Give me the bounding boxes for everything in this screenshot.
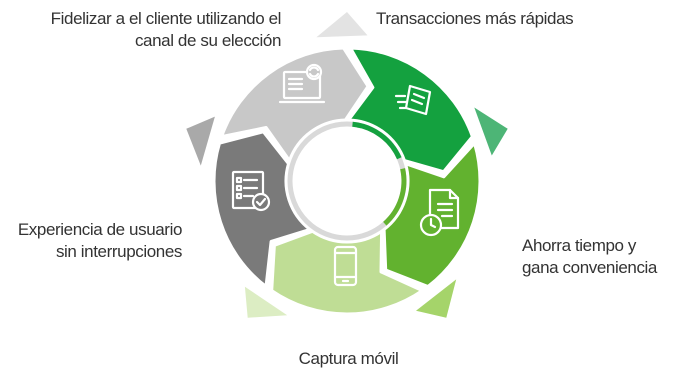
label-experiencia-line1: Experiencia de usuario [17,220,183,239]
label-ahorra-line2: gana conveniencia [522,258,657,277]
arrow-transacciones [474,107,508,156]
label-fidelizar-line1: Fidelizar a el cliente utilizando el [50,9,282,28]
label-experiencia-line2: sin interrupciones [55,242,182,261]
arrow-ahorra [416,279,457,318]
arrow-experiencia [186,116,215,166]
label-experiencia: Experiencia de usuario sin interrupcione… [0,219,183,263]
flying-document-icon [394,84,432,116]
label-captura: Captura móvil [0,348,675,370]
inner-accent-ahorra [383,168,407,226]
segment-fidelizar [220,46,370,163]
arrow-fidelizar [316,12,368,38]
document-clock-icon [419,188,460,237]
label-transacciones: Transacciones más rápidas [376,8,574,30]
segment-captura [270,229,424,316]
label-ahorra-line1: Ahorra tiempo y [522,236,636,255]
label-captura-line1: Captura móvil [298,349,399,368]
computer-refresh-icon [278,63,326,104]
inner-accent-transacciones [352,121,402,160]
mobile-phone-icon [333,245,358,287]
arrow-captura [244,286,288,318]
center-hole [296,130,398,232]
label-ahorra: Ahorra tiempo y gana conveniencia [522,235,657,279]
checklist-icon [231,170,271,212]
label-fidelizar-line2: canal de su elección [134,31,281,50]
label-transacciones-line1: Transacciones más rápidas [376,9,574,28]
label-fidelizar: Fidelizar a el cliente utilizando el can… [0,8,282,52]
